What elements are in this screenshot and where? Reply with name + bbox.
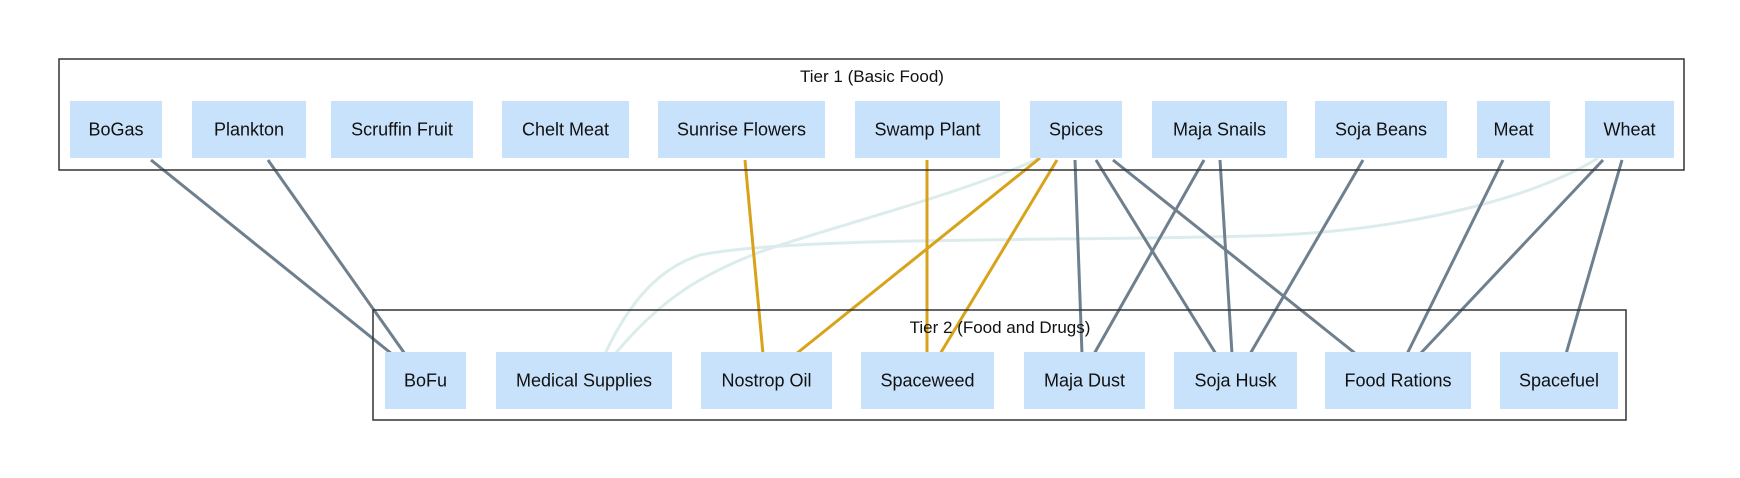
node-spacefuel-box	[1500, 352, 1618, 409]
node-plankton-box	[192, 101, 306, 158]
node-bofu-box	[385, 352, 466, 409]
node-spaceweed-label: Spaceweed	[880, 371, 974, 391]
node-majasnails: Maja Snails	[1152, 101, 1287, 158]
node-bofu: BoFu	[385, 352, 466, 409]
node-wheat: Wheat	[1585, 101, 1674, 158]
node-swamp-label: Swamp Plant	[874, 120, 980, 140]
node-foodrations-label: Food Rations	[1344, 371, 1451, 391]
node-chelt-label: Chelt Meat	[522, 120, 609, 140]
node-spacefuel-label: Spacefuel	[1519, 371, 1599, 391]
node-medical-label: Medical Supplies	[516, 371, 652, 391]
node-sunrise: Sunrise Flowers	[658, 101, 825, 158]
cluster-tier1: Tier 1 (Basic Food)	[58, 58, 1685, 171]
node-scruffin-label: Scruffin Fruit	[351, 120, 453, 140]
node-plankton-label: Plankton	[214, 120, 284, 140]
node-scruffin: Scruffin Fruit	[331, 101, 473, 158]
node-swamp: Swamp Plant	[855, 101, 1000, 158]
node-swamp-box	[855, 101, 1000, 158]
node-spaceweed: Spaceweed	[861, 352, 994, 409]
node-sojabeans-box	[1315, 101, 1447, 158]
node-sojahusk: Soja Husk	[1174, 352, 1297, 409]
node-bogas-label: BoGas	[88, 120, 143, 140]
edge-wheat-to-spacefuel	[1564, 159, 1624, 355]
cluster-tier2-border	[372, 309, 1627, 421]
node-scruffin-box	[331, 101, 473, 158]
cluster-tier1-border	[58, 58, 1685, 171]
edge-wheat-to-medical	[603, 156, 1599, 355]
node-sunrise-label: Sunrise Flowers	[677, 120, 806, 140]
edge-wheat-to-foodrations	[1418, 158, 1605, 356]
node-spacefuel: Spacefuel	[1500, 352, 1618, 409]
cluster-tier1-label: Tier 1 (Basic Food)	[800, 67, 944, 86]
node-meat-label: Meat	[1493, 120, 1533, 140]
node-bofu-label: BoFu	[404, 371, 447, 391]
edge-spices-to-foodrations	[1112, 158, 1357, 356]
node-sojabeans-label: Soja Beans	[1335, 120, 1427, 140]
edge-sojabeans-to-sojahusk	[1248, 159, 1365, 355]
edge-sunrise-to-nostrop	[743, 159, 765, 355]
edge-spices-to-majadust	[1073, 159, 1084, 355]
node-majadust-label: Maja Dust	[1044, 371, 1125, 391]
edge-spices-to-nostrop	[795, 156, 1041, 356]
node-bogas-box	[70, 101, 162, 158]
edge-majasnails-to-sojahusk	[1218, 159, 1234, 355]
node-chelt-box	[502, 101, 629, 158]
node-sojahusk-label: Soja Husk	[1194, 371, 1277, 391]
node-spices: Spices	[1030, 101, 1122, 158]
edge-plankton-to-bofu	[266, 159, 407, 355]
node-plankton: Plankton	[192, 101, 306, 158]
node-wheat-label: Wheat	[1603, 120, 1655, 140]
edges-layer	[150, 156, 1624, 356]
node-majadust-box	[1024, 352, 1145, 409]
node-sunrise-box	[658, 101, 825, 158]
node-wheat-box	[1585, 101, 1674, 158]
node-medical: Medical Supplies	[496, 352, 672, 409]
node-majasnails-label: Maja Snails	[1173, 120, 1266, 140]
node-chelt: Chelt Meat	[502, 101, 629, 158]
nodes-layer: BoGas Plankton Scruffin Fruit Chelt Meat Sun…	[70, 101, 1674, 409]
node-medical-box	[496, 352, 672, 409]
node-majadust: Maja Dust	[1024, 352, 1145, 409]
cluster-tier2: Tier 2 (Food and Drugs)	[372, 309, 1627, 421]
edge-bogas-to-bofu	[150, 158, 393, 356]
edge-majasnails-to-majadust	[1092, 159, 1206, 355]
node-bogas: BoGas	[70, 101, 162, 158]
node-spices-box	[1030, 101, 1122, 158]
node-foodrations: Food Rations	[1325, 352, 1471, 409]
edge-spices-to-sojahusk	[1094, 159, 1218, 355]
cluster-tier2-label: Tier 2 (Food and Drugs)	[910, 318, 1091, 337]
node-spaceweed-box	[861, 352, 994, 409]
node-majasnails-box	[1152, 101, 1287, 158]
node-nostrop: Nostrop Oil	[701, 352, 832, 409]
edge-spices-to-medical	[613, 156, 1041, 355]
edge-meat-to-foodrations	[1405, 159, 1505, 355]
node-spices-label: Spices	[1049, 120, 1103, 140]
node-meat: Meat	[1477, 101, 1550, 158]
node-nostrop-label: Nostrop Oil	[721, 371, 811, 391]
edge-spices-to-spaceweed	[938, 159, 1059, 355]
node-nostrop-box	[701, 352, 832, 409]
node-sojabeans: Soja Beans	[1315, 101, 1447, 158]
node-meat-box	[1477, 101, 1550, 158]
node-sojahusk-box	[1174, 352, 1297, 409]
node-foodrations-box	[1325, 352, 1471, 409]
